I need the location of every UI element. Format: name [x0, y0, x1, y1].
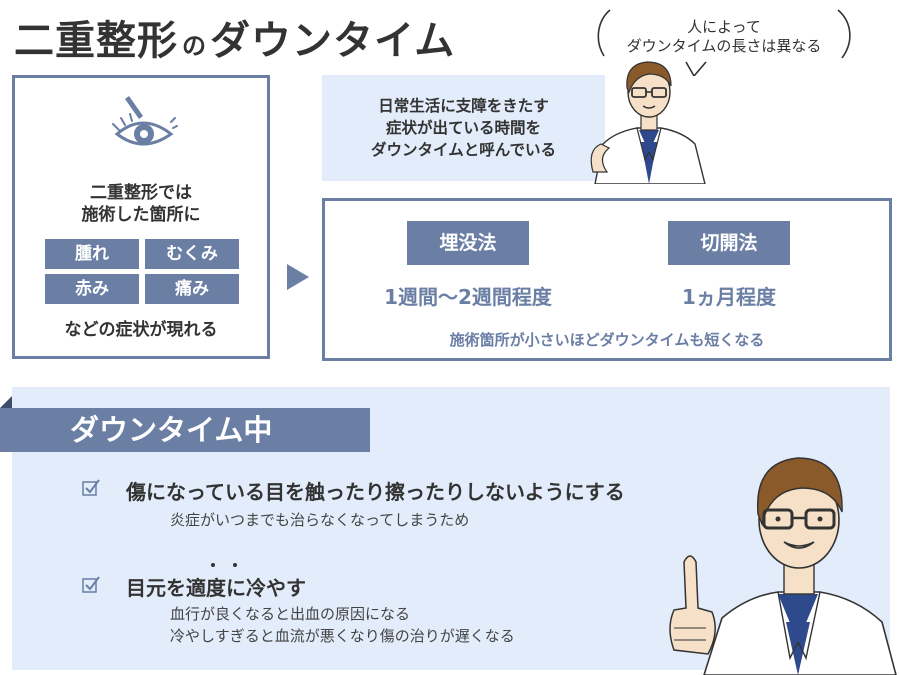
definition-line-2: 症状が出ている時間を: [385, 119, 541, 137]
bubble-line-1: 人によって: [687, 18, 761, 36]
intro-line-1: 二重整形では: [90, 183, 192, 203]
speech-bubble: 人によって ダウンタイムの長さは異なる: [590, 6, 858, 76]
arrow-right-icon: [287, 264, 309, 290]
title-rest: ダウンタイム: [210, 18, 456, 64]
check-icon: [82, 576, 100, 593]
downtime-item-detail-2b: 冷やしすぎると血流が悪くなり傷の治りが遅くなる: [170, 627, 515, 645]
symptoms-outro: などの症状が現れる: [64, 320, 218, 340]
methods-note: 施術箇所が小さいほどダウンタイムも短くなる: [449, 331, 765, 349]
method-incision-duration: 1ヵ月程度: [682, 285, 776, 309]
doctor-illustration-small: [590, 61, 706, 184]
section-title: ダウンタイム中: [70, 413, 273, 447]
page-title: 二重整形のダウンタイム: [14, 8, 455, 66]
symptom-swelling: 腫れ: [45, 239, 139, 269]
title-main: 二重整形: [14, 18, 178, 64]
doctor-illustration-large: [669, 457, 897, 675]
section-header-fold: [0, 396, 12, 408]
definition-line-1: 日常生活に支障をきたす: [378, 97, 549, 115]
definition-line-3: ダウンタイムと呼んでいる: [371, 141, 556, 159]
symptom-redness: 赤み: [45, 274, 139, 304]
downtime-item-heading-1: 傷になっている目を触ったり擦ったりしないようにする: [126, 480, 625, 504]
downtime-item-detail-2a: 血行が良くなると出血の原因になる: [170, 605, 411, 623]
title-particle: の: [182, 32, 206, 60]
method-burial-label: 埋没法: [407, 221, 529, 265]
symptoms-intro: 二重整形では 施術した箇所に: [15, 182, 267, 226]
bubble-line-2: ダウンタイムの長さは異なる: [626, 37, 822, 55]
emphasis-dot: [233, 563, 237, 567]
downtime-item-heading-2: 目元を適度に冷やす: [126, 576, 306, 600]
symptoms-panel: 二重整形では 施術した箇所に 腫れ むくみ 赤み 痛み などの症状が現れる: [12, 75, 270, 359]
symptom-puffiness: むくみ: [145, 239, 239, 269]
section-header: [0, 408, 370, 452]
method-burial-duration: 1週間〜2週間程度: [384, 285, 552, 309]
eye-icon: [112, 96, 178, 146]
check-icon: [82, 479, 100, 496]
methods-panel: 埋没法 切開法 1週間〜2週間程度 1ヵ月程度 施術箇所が小さいほどダウンタイム…: [322, 198, 892, 361]
definition-box: 日常生活に支障をきたす 症状が出ている時間を ダウンタイムと呼んでいる: [322, 75, 605, 181]
emphasis-dot: [211, 563, 215, 567]
method-incision-label: 切開法: [668, 221, 790, 265]
downtime-item-detail-1: 炎症がいつまでも治らなくなってしまうため: [170, 511, 470, 529]
symptom-pain: 痛み: [145, 274, 239, 304]
intro-line-2: 施術した箇所に: [81, 205, 201, 225]
